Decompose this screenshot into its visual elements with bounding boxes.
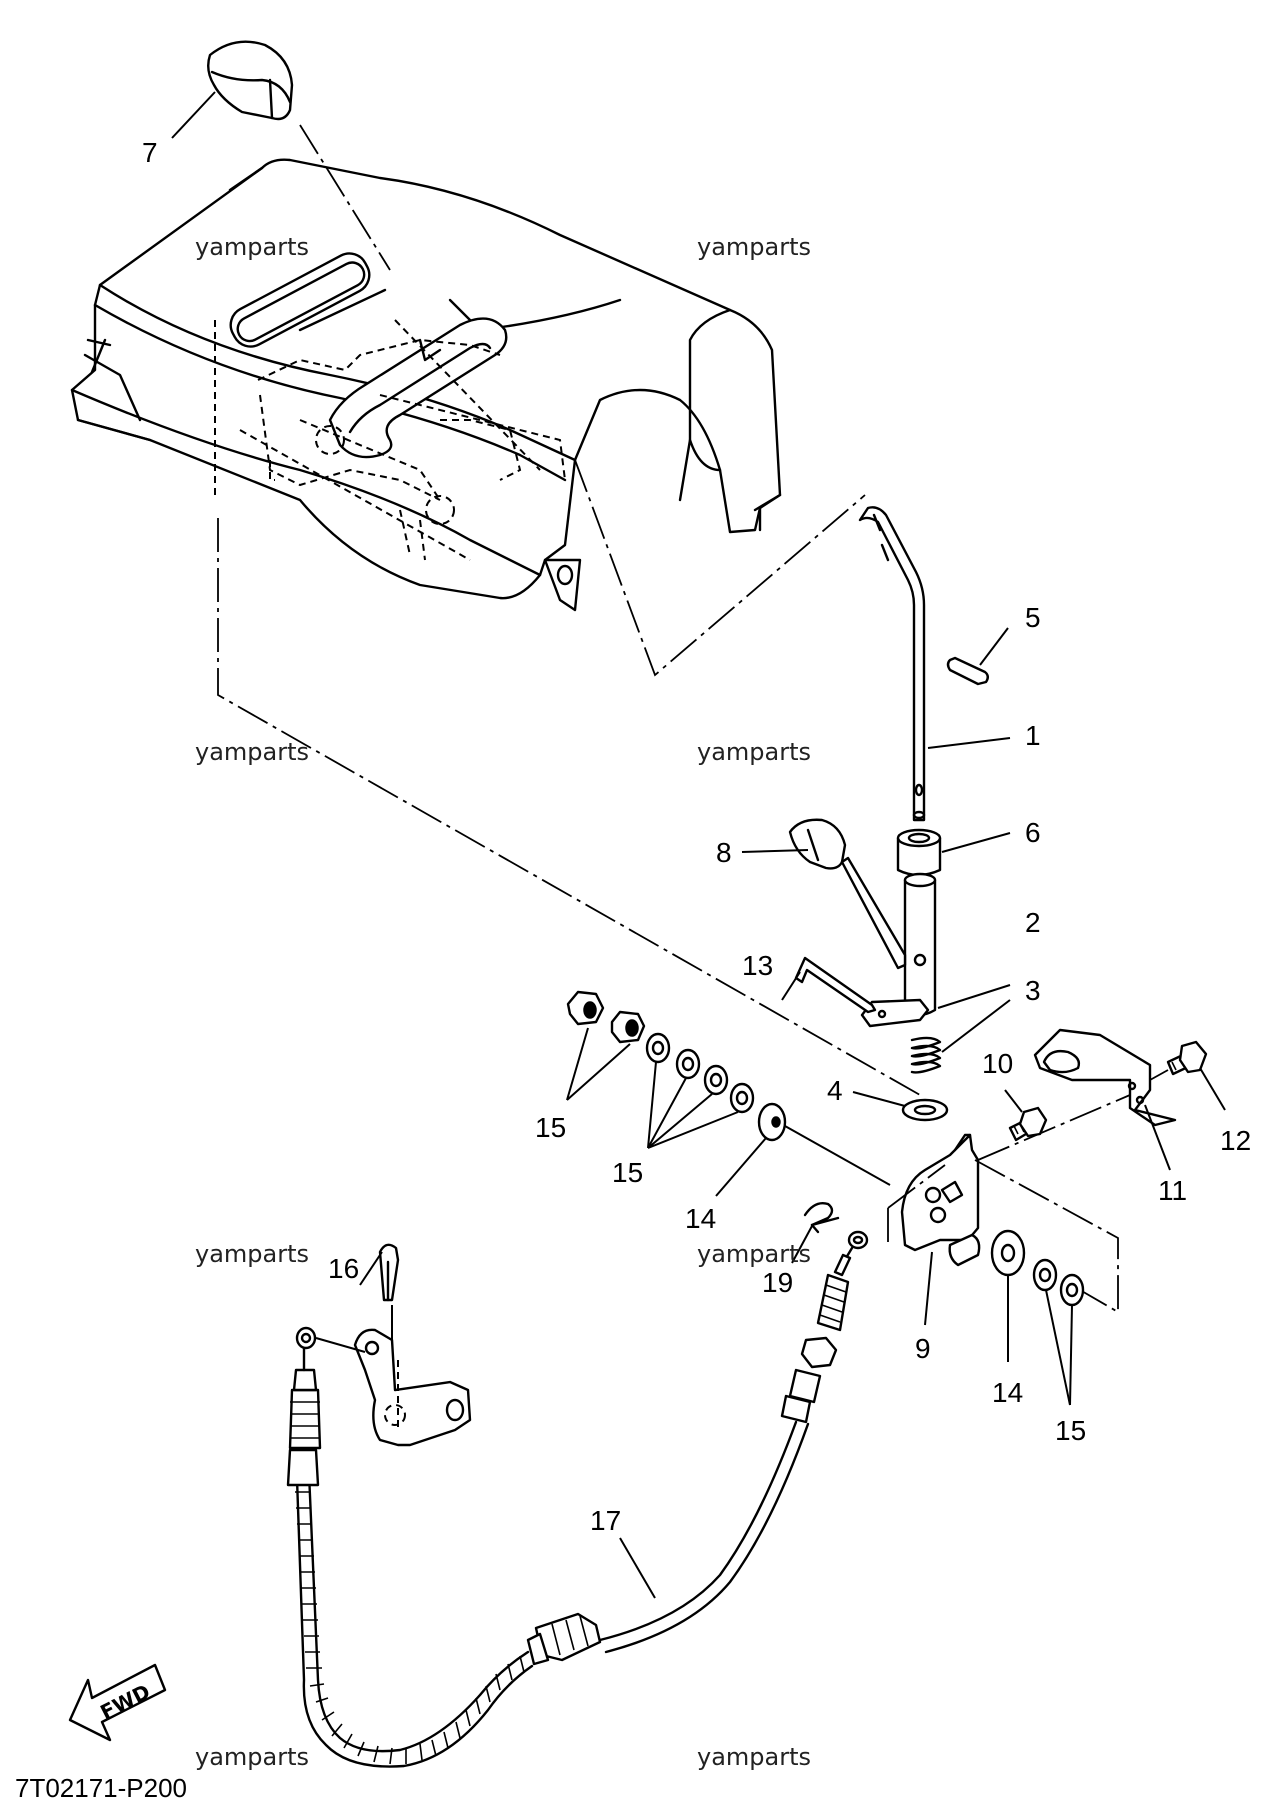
bracket-to-plate-line <box>977 1094 1131 1161</box>
drawing-code: 7T02171-P200 <box>15 1773 187 1803</box>
leader-lines <box>171 91 1226 1599</box>
shift-knob <box>207 40 294 121</box>
washers-15-left <box>645 1032 755 1114</box>
callout-15-right: 15 <box>1055 1415 1086 1446</box>
pin-5 <box>946 656 989 686</box>
nuts-16 <box>566 990 646 1044</box>
callout-15-left: 15 <box>612 1157 643 1188</box>
rod-13 <box>794 956 877 1014</box>
callout-3: 3 <box>1025 975 1041 1006</box>
bracket-alignment-box <box>887 1159 1119 1314</box>
watermark: yamparts <box>195 1240 309 1268</box>
callout-19: 19 <box>762 1267 793 1298</box>
washers-15-right <box>1032 1258 1085 1307</box>
callout-10: 10 <box>982 1048 1013 1079</box>
callout-7: 7 <box>142 137 158 168</box>
watermark: yamparts <box>697 1743 811 1771</box>
washer-14-left <box>757 1102 787 1142</box>
panel-to-bracket-line <box>217 518 921 1096</box>
callout-6: 6 <box>1025 817 1041 848</box>
cable-to-arm-line <box>315 1337 366 1353</box>
lever-alignment-line <box>574 459 866 677</box>
callout-1: 1 <box>1025 720 1041 751</box>
callout-14-right: 14 <box>992 1377 1023 1408</box>
callout-14-left: 14 <box>685 1203 716 1234</box>
bracket-9 <box>900 1133 981 1267</box>
clip-19 <box>803 1201 840 1234</box>
bolt-12-axis <box>1149 1069 1169 1081</box>
watermark: yamparts <box>697 1240 811 1268</box>
callout-2: 2 <box>1025 907 1041 938</box>
washer-4 <box>901 1098 949 1122</box>
callout-12: 12 <box>1220 1125 1251 1156</box>
callout-17: 17 <box>590 1505 621 1536</box>
callout-4: 4 <box>827 1075 843 1106</box>
callout-11: 11 <box>1158 1175 1187 1206</box>
watermark: yamparts <box>195 233 309 261</box>
watermarks: yamparts yamparts yamparts yamparts yamp… <box>195 233 811 1771</box>
callout-9: 9 <box>915 1333 931 1364</box>
lever-assy-2 <box>840 856 937 1028</box>
cotter-pin-18 <box>378 1243 400 1302</box>
callout-16: 15 <box>535 1112 566 1143</box>
washer-14-right <box>990 1229 1026 1277</box>
watermark: yamparts <box>697 738 811 766</box>
collar-6 <box>896 828 942 877</box>
knob-centerline <box>299 124 391 271</box>
knob-8 <box>788 818 847 870</box>
watermark: yamparts <box>195 738 309 766</box>
watermark: yamparts <box>195 1743 309 1771</box>
callout-labels: 7 5 1 6 8 2 13 3 4 10 12 11 15 15 14 19 … <box>142 137 1251 1536</box>
shaft-axis-line <box>784 1125 891 1186</box>
watermark: yamparts <box>697 233 811 261</box>
arm-link <box>353 1328 472 1447</box>
spring-3 <box>910 1036 942 1074</box>
bolt-12 <box>1166 1040 1208 1076</box>
callout-8: 8 <box>716 837 732 868</box>
callout-5: 5 <box>1025 602 1041 633</box>
callout-13: 13 <box>742 950 773 981</box>
bolt-10 <box>1008 1106 1048 1142</box>
fwd-direction-arrow: FWD <box>68 1663 167 1742</box>
cable-17 <box>286 1230 869 1768</box>
shift-lever-rod <box>858 506 926 822</box>
callout-18: 16 <box>328 1253 359 1284</box>
plate-11 <box>1033 1028 1177 1127</box>
body-cover <box>70 158 782 612</box>
